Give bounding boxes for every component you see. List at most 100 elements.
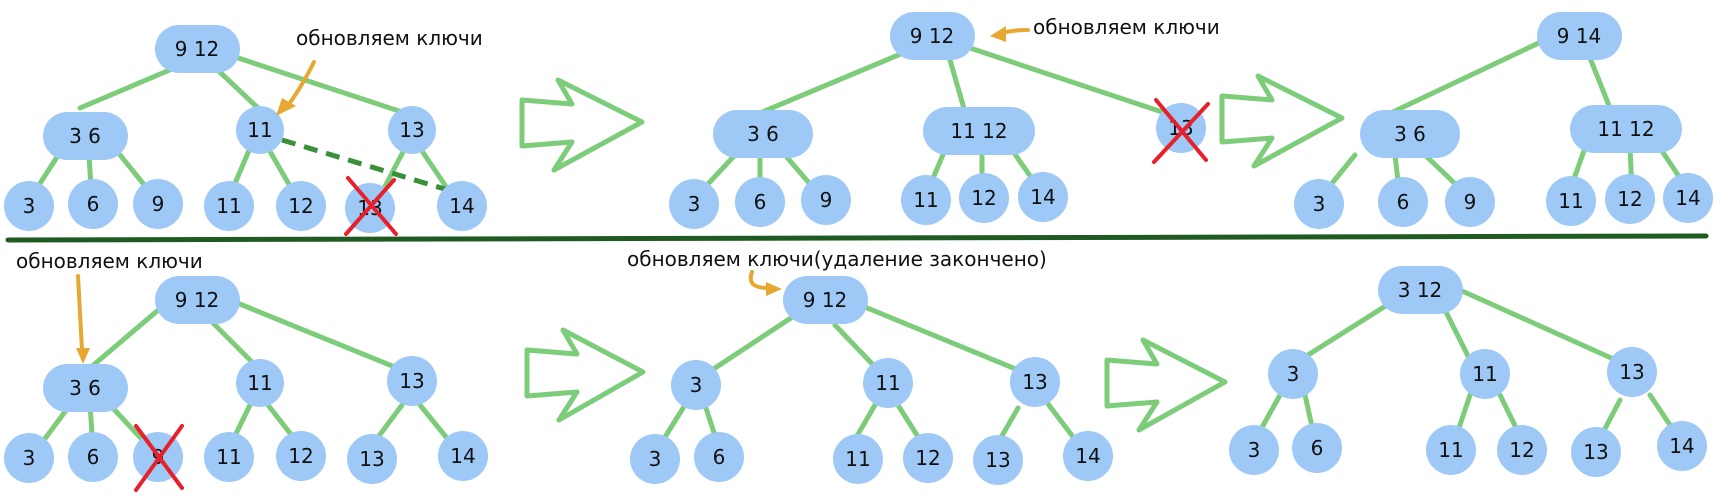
node-keys: 6 bbox=[1397, 190, 1410, 214]
node-keys: 9 bbox=[1464, 190, 1477, 214]
node-keys: 3 bbox=[1313, 192, 1326, 216]
dashed-link bbox=[281, 137, 449, 193]
edge bbox=[745, 45, 918, 121]
node-keys: 14 bbox=[1669, 434, 1694, 458]
tree-node: 3 6 bbox=[1360, 110, 1460, 158]
tree-node: 11 bbox=[236, 359, 284, 407]
node-keys: 11 bbox=[913, 188, 938, 212]
tree-node: 13 bbox=[387, 356, 437, 406]
edge bbox=[87, 297, 173, 371]
annotation-arrow bbox=[284, 60, 316, 110]
annotation-text: обновляем ключи bbox=[1033, 15, 1220, 39]
tree-node: 6 bbox=[1378, 177, 1428, 227]
node-keys: 11 bbox=[216, 445, 241, 469]
tree-node: 6 bbox=[694, 432, 744, 482]
node-keys: 3 12 bbox=[1398, 278, 1443, 302]
tree-node: 12 bbox=[276, 431, 326, 481]
tree-node: 9 bbox=[1445, 177, 1495, 227]
node-keys: 13 bbox=[399, 118, 424, 142]
node-keys: 3 bbox=[690, 373, 703, 397]
node-keys: 9 12 bbox=[910, 24, 955, 48]
tree-node: 12 bbox=[1605, 174, 1655, 224]
tree-node: 13 bbox=[347, 434, 397, 484]
edge bbox=[1457, 287, 1623, 365]
tree-node: 3 6 bbox=[43, 364, 128, 412]
node-keys: 12 bbox=[971, 186, 996, 210]
node-keys: 12 bbox=[1617, 187, 1642, 211]
node-keys: 3 bbox=[688, 192, 701, 216]
big-arrow bbox=[1219, 73, 1345, 169]
node-keys: 13 bbox=[1583, 440, 1608, 464]
node-keys: 9 14 bbox=[1557, 24, 1602, 48]
tree-node: 9 12 bbox=[155, 25, 240, 73]
node-keys: 14 bbox=[1030, 185, 1055, 209]
panel-6: 3 12 3 11 13 3 6 11 12 13 14 bbox=[1229, 266, 1707, 477]
node-keys: 3 bbox=[1248, 438, 1261, 462]
tree-node: 12 bbox=[959, 173, 1009, 223]
node-keys: 9 bbox=[820, 188, 833, 212]
annotation-arrowhead bbox=[76, 348, 90, 364]
node-keys: 12 bbox=[288, 444, 313, 468]
tree-node: 11 bbox=[204, 432, 254, 482]
node-keys: 3 6 bbox=[747, 122, 779, 146]
node-keys: 9 12 bbox=[175, 288, 220, 312]
node-keys: 12 bbox=[1509, 438, 1534, 462]
node-keys: 11 bbox=[875, 371, 900, 395]
annotation-arrowhead bbox=[990, 26, 1006, 42]
panel-5: 9 12 3 11 13 3 6 11 12 13 14 обновляем к… bbox=[627, 247, 1113, 485]
tree-node: 3 bbox=[630, 434, 680, 484]
tree-node: 6 bbox=[735, 177, 785, 227]
edge bbox=[1297, 297, 1398, 363]
tree-node: 11 bbox=[863, 358, 913, 408]
node-keys: 14 bbox=[450, 444, 475, 468]
node-keys: 6 bbox=[713, 445, 726, 469]
node-keys: 11 bbox=[1558, 189, 1583, 213]
cross-mark bbox=[344, 176, 398, 236]
annotation-text: обновляем ключи bbox=[16, 249, 203, 273]
big-arrow bbox=[519, 77, 645, 173]
annotation-arrowhead bbox=[276, 98, 296, 116]
tree-node: 12 bbox=[1497, 425, 1547, 475]
panel-4: 9 12 3 6 11 13 3 6 9 11 12 13 14 обновля… bbox=[4, 249, 488, 492]
node-keys: 6 bbox=[754, 190, 767, 214]
node-keys: 6 bbox=[87, 192, 100, 216]
tree-node: 6 bbox=[68, 432, 118, 482]
tree-node: 11 bbox=[204, 181, 254, 231]
tree-node: 13 bbox=[388, 106, 436, 154]
tree-node: 14 bbox=[1663, 173, 1713, 223]
node-keys: 11 bbox=[1438, 438, 1463, 462]
node-keys: 12 bbox=[288, 194, 313, 218]
tree-node: 3 bbox=[1268, 349, 1318, 399]
annotation-arrowhead bbox=[766, 282, 782, 296]
tree-node: 3 bbox=[4, 181, 54, 231]
node-keys: 9 12 bbox=[803, 288, 848, 312]
node-keys: 11 bbox=[216, 194, 241, 218]
node-keys: 14 bbox=[1075, 444, 1100, 468]
tree-node: 3 6 bbox=[713, 110, 813, 158]
node-keys: 12 bbox=[915, 446, 940, 470]
node-keys: 6 bbox=[87, 445, 100, 469]
tree-node: 11 bbox=[1460, 349, 1510, 399]
node-keys: 3 6 bbox=[69, 376, 101, 400]
tree-node: 14 bbox=[1657, 421, 1707, 471]
annotation-text: обновляем ключи bbox=[296, 26, 483, 50]
tree-node: 3 bbox=[4, 433, 54, 483]
tree-node: 9 14 bbox=[1537, 12, 1622, 60]
tree-node: 13 bbox=[1010, 357, 1060, 407]
tree-node: 11 bbox=[901, 175, 951, 225]
tree-node: 13 bbox=[1571, 427, 1621, 477]
tree-node: 14 bbox=[438, 431, 488, 481]
node-keys: 3 6 bbox=[69, 124, 101, 148]
annotation-arrow bbox=[76, 274, 84, 352]
tree-node: 9 12 bbox=[783, 276, 868, 324]
edge bbox=[217, 49, 405, 115]
big-arrow bbox=[524, 327, 646, 423]
tree-node: 12 bbox=[276, 181, 326, 231]
tree-node: 11 bbox=[833, 434, 883, 484]
tree-node: 3 bbox=[1294, 179, 1344, 229]
tree-node: 6 bbox=[1292, 423, 1342, 473]
edge bbox=[1377, 37, 1548, 121]
node-keys: 6 bbox=[1311, 436, 1324, 460]
panel-1: 9 12 3 6 11 13 3 6 9 11 12 13 14 обновля… bbox=[4, 25, 487, 236]
node-keys: 11 bbox=[1472, 362, 1497, 386]
